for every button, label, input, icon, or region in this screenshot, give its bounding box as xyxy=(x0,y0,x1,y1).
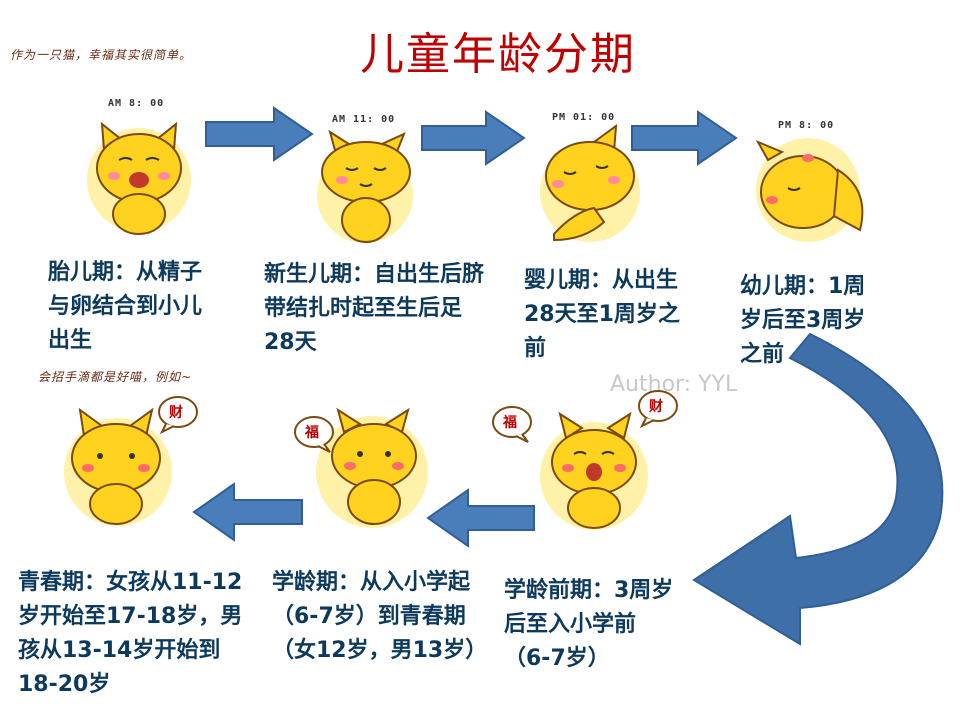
speech-bubble-icon xyxy=(158,396,198,434)
speech-bubble-icon xyxy=(294,416,334,453)
cat-icon xyxy=(64,407,172,526)
top-note: 作为一只猫，幸福其实很简单。 xyxy=(10,48,193,62)
cat-icon xyxy=(755,138,864,242)
stage-fetal: 胎儿期：从精子与卵结合到小儿出生 xyxy=(48,260,203,353)
right-arrow-icon xyxy=(421,110,526,166)
time-label-4: PM 8: 00 xyxy=(778,120,835,131)
speech-bubble-icon xyxy=(492,406,532,443)
author-watermark: Author: YYL xyxy=(610,372,738,397)
cat-icon xyxy=(317,129,413,243)
mid-note: 会招手滴都是好喵，例如~ xyxy=(38,370,193,384)
right-arrow-icon xyxy=(631,110,738,166)
bubble-text-fu: 福 xyxy=(305,425,319,441)
cat-icon xyxy=(87,121,191,235)
bubble-text-cai: 财 xyxy=(169,405,183,421)
stage-school-age: 学龄期：从入小学起（6-7岁）到青春期（女12岁，男13岁） xyxy=(272,570,488,663)
left-arrow-icon xyxy=(192,482,303,542)
time-label-3: PM 01: 00 xyxy=(552,112,616,123)
stage-infant: 婴儿期：从出生28天至1周岁之前 xyxy=(524,268,680,361)
stage-puberty: 青春期：女孩从11-12岁开始至17-18岁，男孩从13-14岁开始到18-20… xyxy=(18,570,243,697)
speech-bubble-icon xyxy=(638,390,678,428)
time-label-1: AM 8: 00 xyxy=(108,98,165,109)
page-title: 儿童年龄分期 xyxy=(360,29,636,80)
bubble-text-fu: 福 xyxy=(503,415,517,431)
left-arrow-icon xyxy=(426,488,535,548)
cat-icon xyxy=(540,123,640,242)
right-arrow-icon xyxy=(205,106,314,162)
cat-icon xyxy=(316,407,428,528)
bubble-text-cai: 财 xyxy=(649,399,663,415)
cat-icon xyxy=(540,411,648,530)
stage-preschool: 学龄前期：3周岁后至入小学前（6-7岁） xyxy=(504,578,674,671)
stage-newborn: 新生儿期：自出生后脐带结扎时起至生后足28天 xyxy=(264,262,485,355)
curved-arrow-icon xyxy=(692,332,944,646)
time-label-2: AM 11: 00 xyxy=(332,114,396,125)
stage-toddler: 幼儿期：1周岁后至3周岁之前 xyxy=(740,274,866,367)
